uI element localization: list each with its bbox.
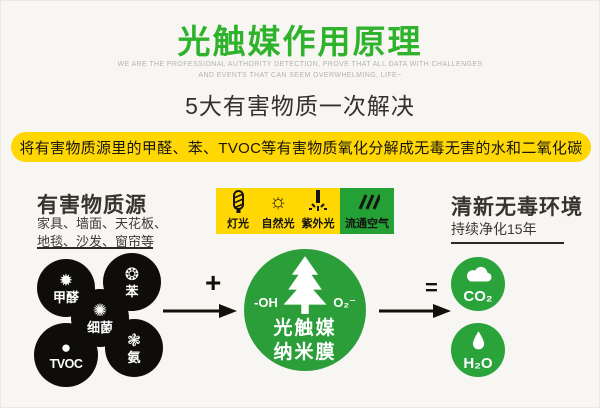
condition-lamp: 灯光 — [218, 188, 258, 234]
pollutant-label: 细菌 — [86, 320, 113, 335]
superoxide-formula: O₂⁻ — [333, 295, 356, 310]
lamp-icon — [231, 188, 246, 215]
sources-desc-line1: 家具、墙面、天花板、 — [37, 216, 168, 231]
catalyst-name-line1: 光触媒 — [273, 318, 337, 339]
gas-label: H₂O — [463, 354, 493, 372]
light-conditions-green: 流通空气 — [340, 188, 394, 234]
dot-icon: ● — [60, 338, 72, 358]
h2o-circle: H₂O — [451, 323, 505, 377]
sources-heading: 有害物质源 — [37, 194, 147, 217]
result-description: 持续净化15年 — [451, 221, 537, 237]
result-underline — [451, 242, 564, 244]
photocatalyst-circle: -OH O₂⁻ 光触媒 纳米膜 — [244, 249, 366, 371]
hydroxyl-formula: -OH — [254, 295, 278, 310]
tagline-line2: AND EVENTS THAT CAN SEEM OVERWHELMING, L… — [198, 72, 402, 80]
condition-label: 紫外光 — [301, 218, 335, 230]
gas-label: CO₂ — [463, 288, 493, 305]
starburst-icon: ✺ — [92, 301, 108, 320]
right-arrow-icon — [379, 304, 451, 318]
pollutant-label: 甲醛 — [52, 290, 79, 305]
air-flow-icon — [354, 188, 380, 215]
sources-desc-line2: 地毯、沙发、窗帘等 — [37, 233, 155, 249]
molecule-icon: ❂ — [124, 265, 140, 284]
sources-description: 家具、墙面、天花板、 地毯、沙发、窗帘等 — [37, 215, 167, 250]
condition-sunlight: ☼ 自然光 — [258, 188, 298, 234]
pollutant-label: TVOC — [49, 357, 83, 372]
equals-operator: = — [425, 275, 438, 300]
pine-tree-icon — [277, 256, 333, 319]
condition-label: 流通空气 — [345, 218, 389, 230]
pollutant-ammonia: ❃ 氨 — [105, 319, 163, 377]
light-conditions-yellow: 灯光 ☼ 自然光 紫外光 — [216, 188, 340, 234]
co2-circle: CO₂ — [451, 257, 505, 311]
sources-underline — [37, 247, 153, 249]
result-heading: 清新无毒环境 — [451, 196, 583, 219]
burst-icon: ✹ — [58, 271, 74, 290]
catalyst-name-line2: 纳米膜 — [273, 342, 337, 363]
pollutant-label: 苯 — [125, 284, 139, 299]
pollutant-benzene: ❂ 苯 — [103, 253, 161, 311]
sun-icon: ☼ — [268, 190, 288, 213]
condition-label: 自然光 — [261, 218, 295, 230]
plus-operator: + — [205, 267, 222, 298]
condition-label: 灯光 — [227, 218, 249, 230]
uv-lamp-icon — [308, 188, 328, 215]
subtitle: 5大有害物质一次解决 — [185, 93, 415, 119]
right-arrow-icon — [163, 304, 237, 318]
droplet-icon — [471, 330, 486, 355]
pollutant-tvoc: ● TVOC — [34, 323, 98, 387]
pollutant-label: 氨 — [127, 350, 141, 365]
page-title: 光触媒作用原理 — [177, 23, 423, 60]
condition-uv: 紫外光 — [298, 188, 338, 234]
condition-air-flow: 流通空气 — [340, 188, 394, 234]
light-conditions-strip: 灯光 ☼ 自然光 紫外光 流通空气 — [216, 188, 394, 234]
tagline: WE ARE THE PROFESSIONAL AUTHORITY DETECT… — [1, 59, 599, 81]
cloud-icon — [463, 264, 493, 288]
tagline-line1: WE ARE THE PROFESSIONAL AUTHORITY DETECT… — [117, 61, 483, 68]
summary-banner: 将有害物质源里的甲醛、苯、TVOC等有害物质氧化分解成无毒无害的水和二氧化碳 — [11, 132, 591, 162]
virus-icon: ❃ — [126, 331, 142, 350]
